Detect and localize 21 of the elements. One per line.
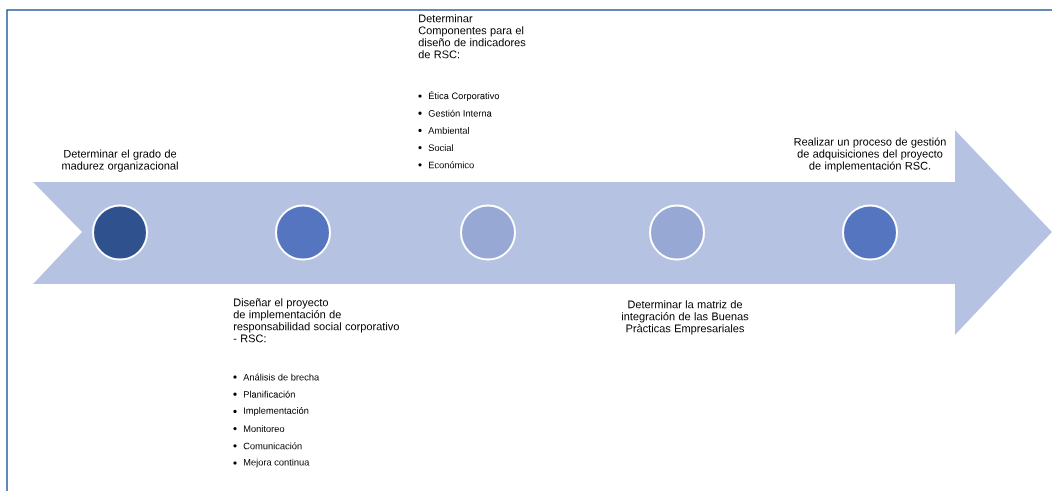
step-circle [460, 204, 516, 261]
bullet-item: Social [428, 144, 453, 151]
step-caption: Realizar un proceso de gestión de adquisiciones del proyecto de implementación RSC. [794, 137, 946, 172]
bullet-item: Implementación [244, 407, 309, 416]
step-caption: Determinar la matriz de integración de las Buenas Pràcticas Empresariales [622, 300, 749, 335]
step-circle [842, 204, 898, 261]
step-circle [92, 204, 148, 261]
bullet-item: Ética Corporativo [429, 91, 500, 101]
step-circle [275, 204, 331, 261]
step-caption: Determinar Componentes para el diseño de indicadores de RSC: [418, 14, 526, 59]
step-caption: Diseñar el proyecto de implementación de responsabilidad social corporativo - RSC: [233, 298, 399, 343]
bullet-item: Monitoreo [243, 425, 285, 432]
bullet-item: Económico [429, 161, 474, 169]
step-caption: Determinar el grado de madurez organizacional [62, 149, 178, 172]
bullet-item: Ambiental [428, 127, 469, 134]
bullet-item: Análisis de brecha [243, 373, 320, 381]
bullet-item: Comunicación [243, 442, 302, 450]
bullet-item: Planificación [243, 390, 295, 398]
bullet-item: Mejora continua [243, 458, 310, 468]
step-circle [649, 204, 705, 261]
bullet-item: Gestión Interna [428, 109, 492, 117]
